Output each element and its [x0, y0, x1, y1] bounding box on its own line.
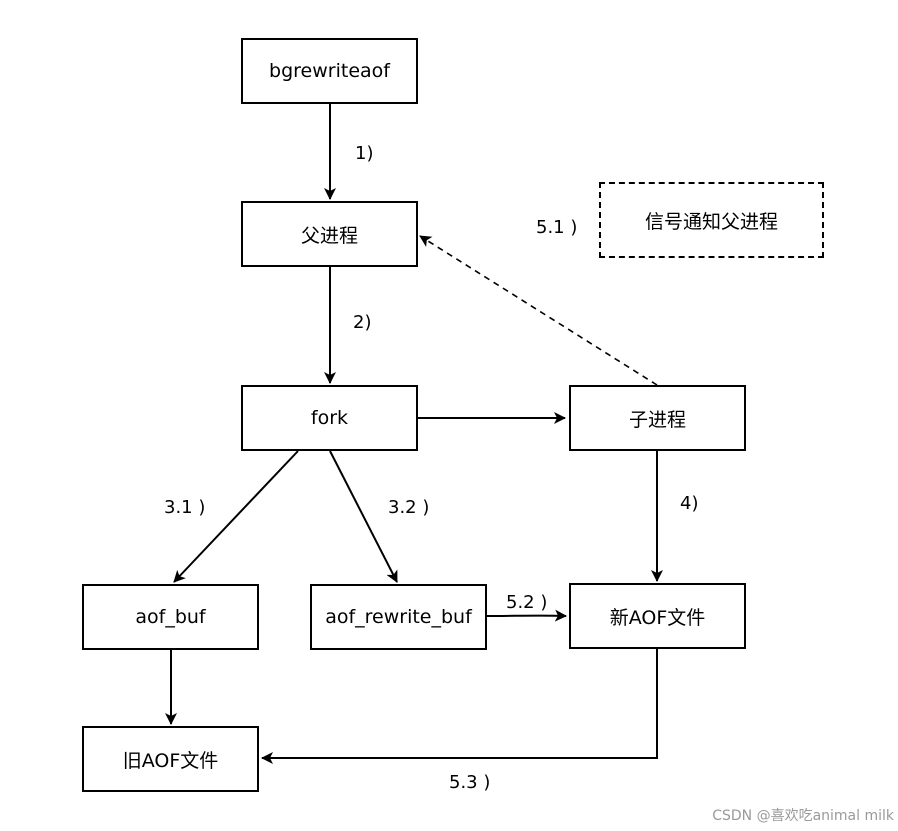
- node-new-aof-file: 新AOF文件: [569, 583, 746, 649]
- node-signal-parent: 信号通知父进程: [599, 182, 824, 258]
- edge-new-aof-to-old-aof: [261, 649, 658, 764]
- label-step-5-3: 5.3 ): [449, 772, 491, 793]
- label-step-2: 2): [353, 312, 372, 333]
- label-step-5-2: 5.2 ): [506, 592, 548, 613]
- label-step-3-1: 3.1 ): [164, 497, 206, 518]
- edge-fork-to-aof-rewrite-buf: [329, 450, 398, 583]
- node-fork: fork: [241, 385, 418, 451]
- edge-fork-to-aof-buf: [173, 450, 299, 583]
- label-step-5-1: 5.1 ): [536, 217, 578, 238]
- node-aof-rewrite-buf: aof_rewrite_buf: [310, 584, 487, 650]
- node-aof-buf: aof_buf: [82, 584, 259, 650]
- label-step-3-2: 3.2 ): [388, 497, 430, 518]
- label-step-1: 1): [355, 143, 374, 164]
- node-parent-process: 父进程: [241, 201, 418, 267]
- node-bgrewriteaof: bgrewriteaof: [241, 38, 418, 104]
- edge-child-to-parent-dashed: [419, 235, 658, 386]
- label-step-4: 4): [680, 493, 699, 514]
- watermark: CSDN @喜欢吃animal milk: [712, 808, 894, 824]
- node-child-process: 子进程: [569, 385, 746, 451]
- node-old-aof-file: 旧AOF文件: [82, 726, 259, 792]
